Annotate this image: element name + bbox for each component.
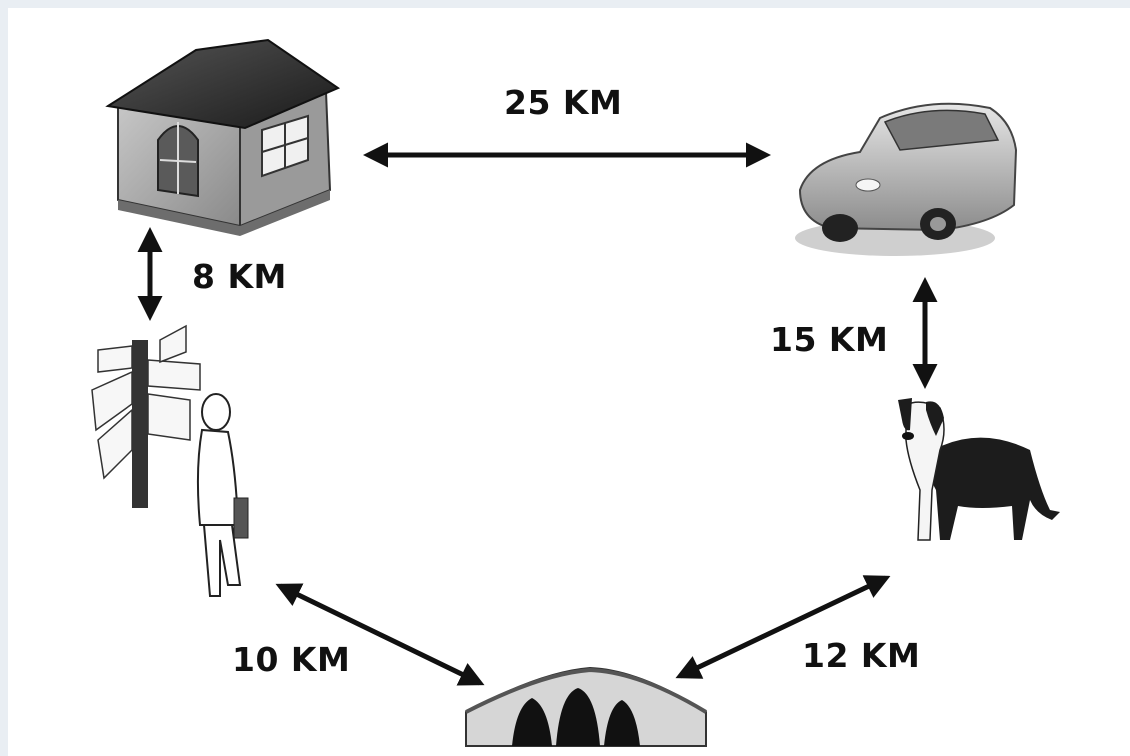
distance-label-person-bridge: 10 KM — [232, 640, 351, 679]
distance-diagram — [91, 38, 1060, 747]
house-icon — [105, 38, 341, 236]
bridge-icon — [465, 666, 708, 747]
arrow-person-bridge — [275, 583, 485, 686]
distance-label-dog-bridge: 12 KM — [802, 636, 921, 675]
distance-label-car-dog: 15 KM — [770, 320, 889, 359]
signpost-icon — [91, 324, 201, 508]
diagram-panel: 25 KM 8 KM 15 KM 10 KM 12 KM — [8, 8, 1130, 756]
car-icon — [795, 102, 1018, 256]
distance-label-house-person: 8 KM — [192, 257, 287, 296]
dog-icon — [898, 398, 1060, 541]
arrow-dog-bridge — [675, 575, 891, 679]
person-icon — [196, 393, 249, 597]
distance-label-house-car: 25 KM — [504, 83, 623, 122]
